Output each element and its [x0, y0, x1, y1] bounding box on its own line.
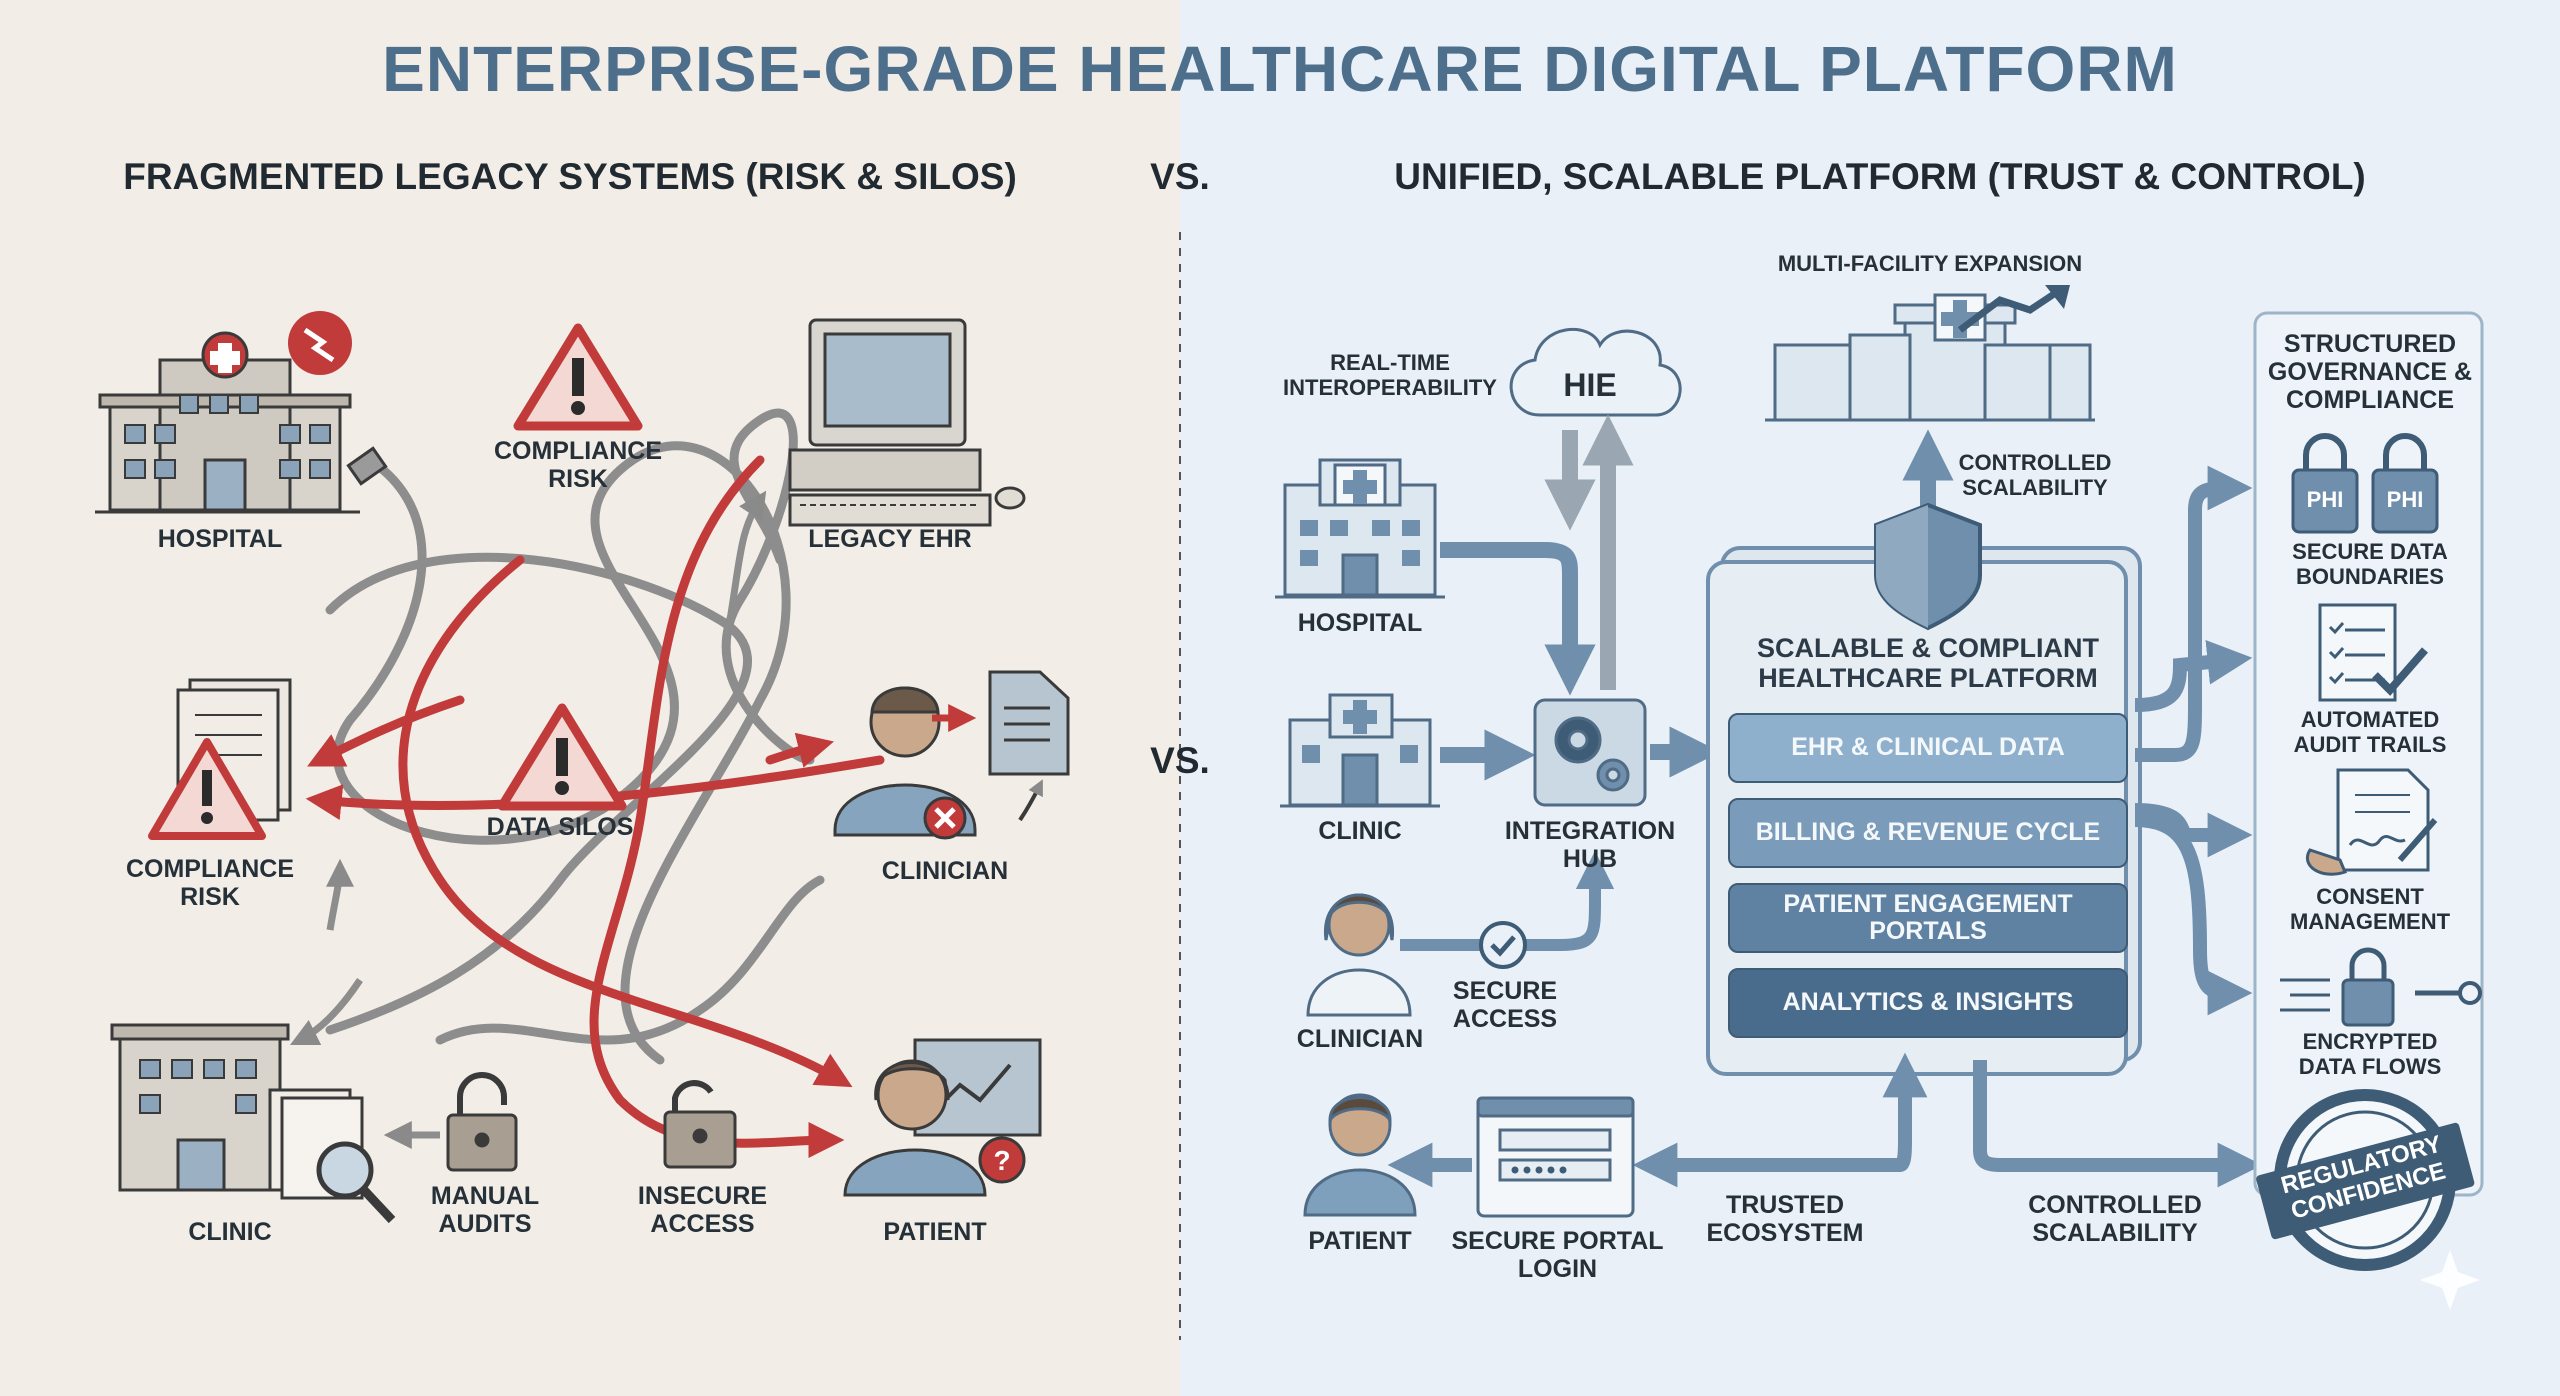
hospital-to-hub-arrow: [1440, 542, 1596, 696]
controlled-scalability-top-label: CONTROLLED SCALABILITY: [1958, 450, 2112, 500]
page-title: ENTERPRISE-GRADE HEALTHCARE DIGITAL PLAT…: [382, 33, 2178, 105]
manual-audits-label: MANUAL AUDITS: [430, 1182, 540, 1238]
secure-data-boundaries-label: SECURE DATA BOUNDARIES: [2292, 539, 2448, 589]
svg-text:?: ?: [993, 1145, 1010, 1176]
phi-locks-icon: [2291, 433, 2439, 534]
legacy-clinician-icon: [833, 686, 977, 840]
compliance-documents-icon: [148, 678, 292, 840]
governance-title: STRUCTURED GOVERNANCE & COMPLIANCE: [2267, 330, 2473, 414]
sparkle-icon: [2420, 1250, 2480, 1310]
consent-management-label: CONSENT MANAGEMENT: [2289, 884, 2451, 934]
legacy-clinic-label: CLINIC: [188, 1218, 272, 1246]
platform-to-scalability-arrow: [1973, 1060, 2263, 1188]
platform-output-arrows: [2134, 465, 2253, 1016]
platform-clinician-label: CLINICIAN: [1296, 1025, 1424, 1053]
legacy-ehr-label: LEGACY EHR: [808, 525, 972, 553]
module-ehr-clinical-data: EHR & CLINICAL DATA: [1728, 713, 2128, 783]
platform-section-heading: UNIFIED, SCALABLE PLATFORM (TRUST & CONT…: [1394, 156, 2366, 197]
multi-facility-buildings-icon: [1765, 285, 2095, 422]
clinician-to-hub-arrow: [1400, 850, 1615, 951]
multi-facility-expansion-label: MULTI-FACILITY EXPANSION: [1777, 251, 2083, 276]
platform-hospital-label: HOSPITAL: [1297, 609, 1423, 637]
trusted-ecosystem-label: TRUSTED ECOSYSTEM: [1706, 1191, 1864, 1247]
hie-arrows: [1544, 414, 1634, 690]
legacy-hospital-icon: [95, 331, 360, 514]
controlled-scalability-bottom-label: CONTROLLED SCALABILITY: [2028, 1191, 2202, 1247]
legacy-clinic-icon: [110, 1023, 396, 1224]
secure-portal-login-label: SECURE PORTAL LOGIN: [1451, 1227, 1664, 1283]
encrypted-flow-icon: [2280, 947, 2482, 1027]
module-billing-revenue-cycle: BILLING & REVENUE CYCLE: [1728, 798, 2128, 868]
shield-icon: [1874, 502, 1982, 631]
phi-badge-left: PHI: [2306, 487, 2344, 512]
warning-triangle-middle-icon: [497, 703, 627, 811]
audit-trail-icon: [2318, 603, 2429, 702]
compliance-risk-label-left: COMPLIANCE RISK: [125, 855, 295, 911]
return-arrow: [1018, 779, 1043, 822]
automated-audit-trails-label: AUTOMATED AUDIT TRAILS: [2293, 707, 2447, 757]
compliance-risk-label-top: COMPLIANCE RISK: [493, 437, 663, 493]
versus-label-top: VS.: [1150, 156, 1210, 197]
manual-audits-lock-icon: [446, 1072, 518, 1172]
ecosystem-arrow: [1658, 1052, 1928, 1172]
integration-hub-icon: [1533, 698, 1647, 807]
legacy-patient-label: PATIENT: [883, 1218, 987, 1246]
insecure-access-lock-icon: [663, 1080, 737, 1169]
phi-badge-right: PHI: [2386, 487, 2424, 512]
platform-core-title: SCALABLE & COMPLIANT HEALTHCARE PLATFORM: [1757, 633, 2099, 694]
platform-clinician-icon: [1306, 893, 1412, 1017]
legacy-section-heading: FRAGMENTED LEGACY SYSTEMS (RISK & SILOS): [123, 156, 1017, 197]
broken-link-icon: [288, 311, 352, 375]
legacy-ehr-computer-icon: [788, 318, 1026, 527]
hie-label: HIE: [1563, 367, 1617, 403]
consent-signature-icon: [2306, 768, 2438, 876]
secure-portal-login-icon: [1476, 1096, 1635, 1218]
plug-icon: [346, 446, 388, 486]
encrypted-data-flows-label: ENCRYPTED DATA FLOWS: [2298, 1029, 2442, 1079]
platform-patient-icon: [1303, 1093, 1417, 1217]
report-document-icon: [988, 670, 1070, 776]
module-analytics-insights: ANALYTICS & INSIGHTS: [1728, 968, 2128, 1038]
platform-hospital-icon: [1275, 458, 1445, 599]
platform-patient-label: PATIENT: [1308, 1227, 1412, 1255]
platform-clinic-label: CLINIC: [1318, 817, 1402, 845]
secure-access-check-icon: [1479, 921, 1527, 969]
regulatory-stamp-icon: [2256, 1089, 2475, 1271]
integration-hub-label: INTEGRATION HUB: [1504, 817, 1676, 873]
hie-cloud-icon: [1509, 328, 1682, 417]
warning-triangle-top-icon: [513, 323, 643, 431]
module-patient-engagement-portals: PATIENT ENGAGEMENT PORTALS: [1728, 883, 2128, 953]
legacy-hospital-label: HOSPITAL: [157, 525, 283, 553]
legacy-patient-icon: ?: [843, 1038, 1042, 1197]
versus-label-middle: VS.: [1150, 740, 1210, 781]
realtime-interoperability-label: REAL-TIME INTEROPERABILITY: [1283, 350, 1497, 400]
data-silos-label: DATA SILOS: [486, 813, 634, 841]
stray-arrows: [289, 490, 767, 1046]
platform-clinic-icon: [1280, 693, 1440, 808]
insecure-access-label: INSECURE ACCESS: [637, 1182, 768, 1238]
secure-access-label: SECURE ACCESS: [1452, 977, 1558, 1033]
legacy-clinician-label: CLINICIAN: [881, 857, 1009, 885]
